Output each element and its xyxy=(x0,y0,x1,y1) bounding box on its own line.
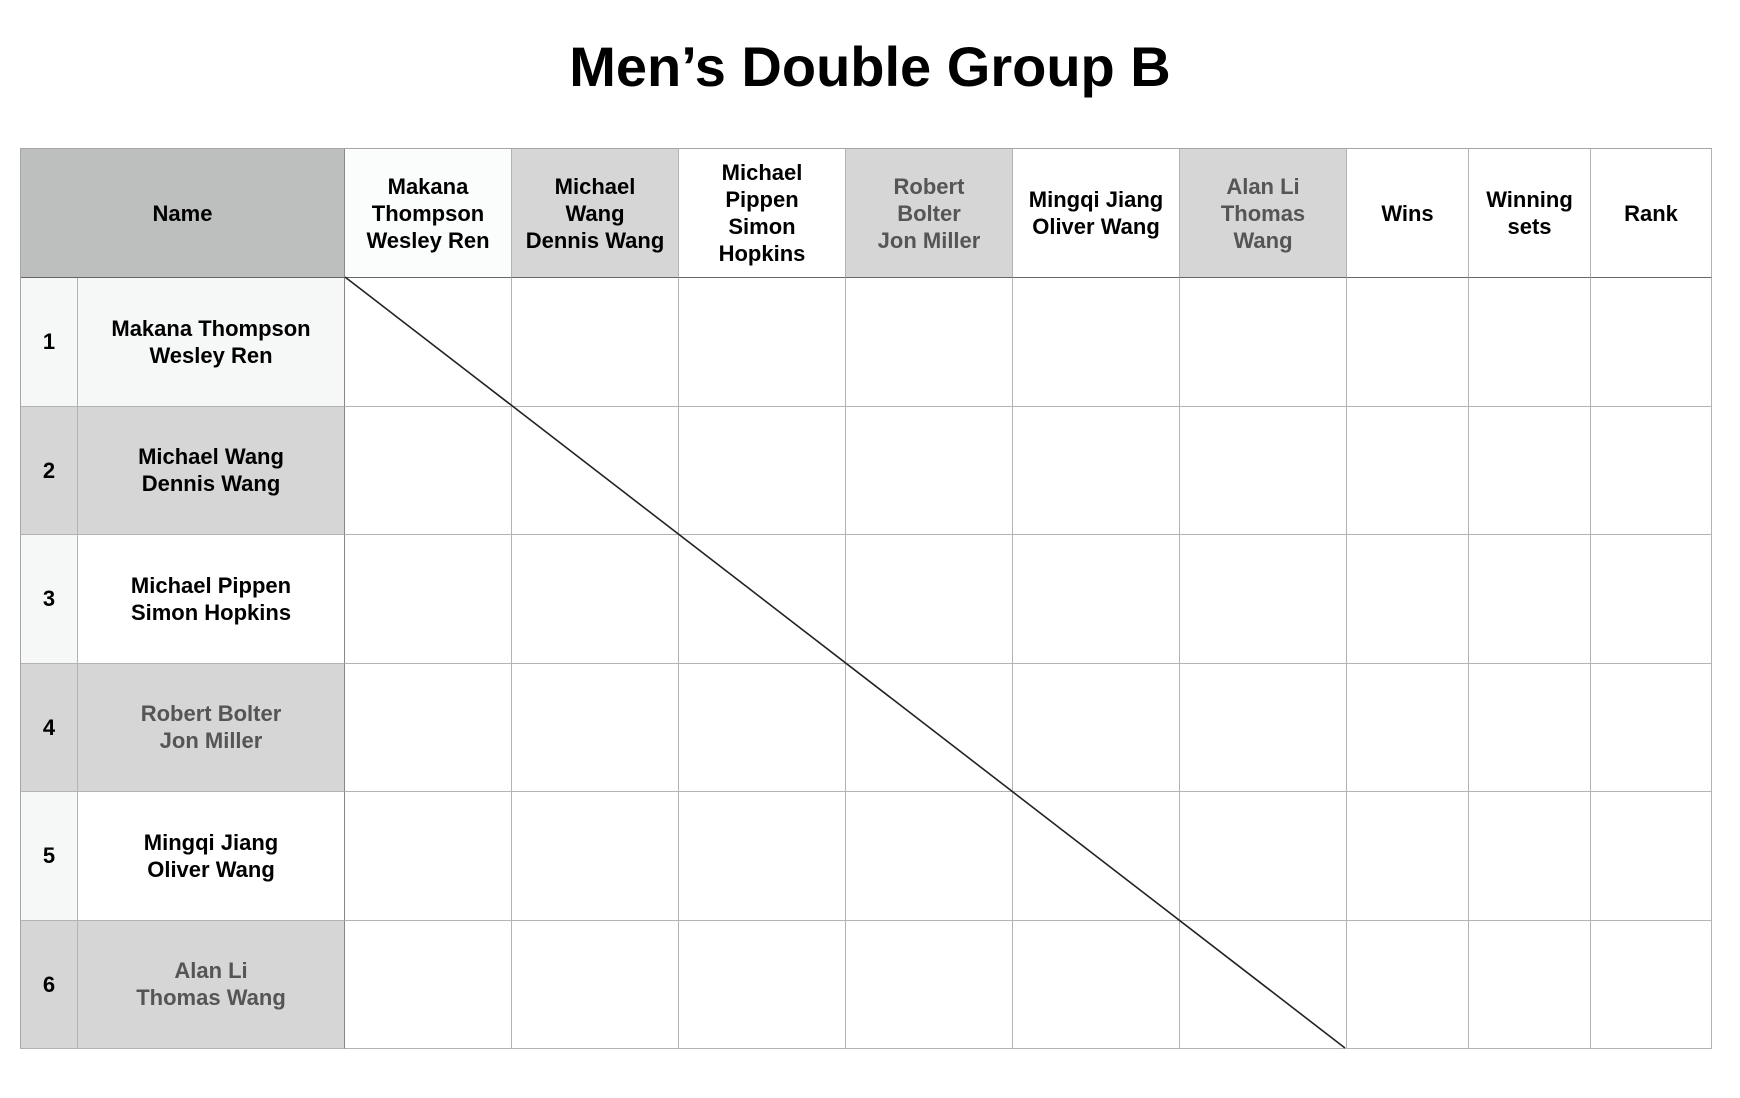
score-cell-6-1[interactable] xyxy=(345,920,512,1049)
wins-cell-3[interactable] xyxy=(1347,535,1469,664)
header-opponent-5: Mingqi Jiang Oliver Wang xyxy=(1013,149,1180,278)
rank-cell-2[interactable] xyxy=(1591,406,1712,535)
row-number-2: 2 xyxy=(21,406,78,535)
wins-cell-5[interactable] xyxy=(1347,792,1469,921)
score-cell-4-2[interactable] xyxy=(512,663,679,792)
wins-cell-2[interactable] xyxy=(1347,406,1469,535)
wins-cell-1[interactable] xyxy=(1347,278,1469,407)
row-name-3: Michael Pippen Simon Hopkins xyxy=(78,535,345,664)
score-cell-6-2[interactable] xyxy=(512,920,679,1049)
score-cell-3-1[interactable] xyxy=(345,535,512,664)
score-cell-6-6[interactable] xyxy=(1180,920,1347,1049)
header-name: Name xyxy=(21,149,345,278)
winning-sets-cell-6[interactable] xyxy=(1469,920,1591,1049)
score-cell-2-5[interactable] xyxy=(1013,406,1180,535)
score-cell-1-5[interactable] xyxy=(1013,278,1180,407)
score-cell-1-6[interactable] xyxy=(1180,278,1347,407)
row-name-6: Alan Li Thomas Wang xyxy=(78,920,345,1049)
row-name-1: Makana Thompson Wesley Ren xyxy=(78,278,345,407)
wins-cell-4[interactable] xyxy=(1347,663,1469,792)
score-cell-5-4[interactable] xyxy=(846,792,1013,921)
row-name-5: Mingqi Jiang Oliver Wang xyxy=(78,792,345,921)
winning-sets-cell-3[interactable] xyxy=(1469,535,1591,664)
wins-cell-6[interactable] xyxy=(1347,920,1469,1049)
row-number-5: 5 xyxy=(21,792,78,921)
score-cell-3-2[interactable] xyxy=(512,535,679,664)
score-cell-6-3[interactable] xyxy=(679,920,846,1049)
row-number-6: 6 xyxy=(21,920,78,1049)
rank-cell-1[interactable] xyxy=(1591,278,1712,407)
rank-cell-5[interactable] xyxy=(1591,792,1712,921)
header-opponent-6: Alan Li Thomas Wang xyxy=(1180,149,1347,278)
score-cell-6-5[interactable] xyxy=(1013,920,1180,1049)
winning-sets-cell-1[interactable] xyxy=(1469,278,1591,407)
score-cell-3-5[interactable] xyxy=(1013,535,1180,664)
score-cell-1-4[interactable] xyxy=(846,278,1013,407)
score-cell-5-2[interactable] xyxy=(512,792,679,921)
score-cell-4-6[interactable] xyxy=(1180,663,1347,792)
score-cell-2-6[interactable] xyxy=(1180,406,1347,535)
header-opponent-4: Robert Bolter Jon Miller xyxy=(846,149,1013,278)
score-cell-2-2[interactable] xyxy=(512,406,679,535)
rank-cell-3[interactable] xyxy=(1591,535,1712,664)
header-rank: Rank xyxy=(1591,149,1712,278)
header-winning-sets: Winning sets xyxy=(1469,149,1591,278)
score-cell-5-6[interactable] xyxy=(1180,792,1347,921)
score-cell-4-3[interactable] xyxy=(679,663,846,792)
winning-sets-cell-5[interactable] xyxy=(1469,792,1591,921)
score-cell-3-6[interactable] xyxy=(1180,535,1347,664)
header-wins: Wins xyxy=(1347,149,1469,278)
score-cell-1-1[interactable] xyxy=(345,278,512,407)
group-table: Name Makana Thompson Wesley Ren Michael … xyxy=(20,148,1712,1049)
row-name-4: Robert Bolter Jon Miller xyxy=(78,663,345,792)
score-cell-5-3[interactable] xyxy=(679,792,846,921)
score-cell-4-4[interactable] xyxy=(846,663,1013,792)
score-cell-2-4[interactable] xyxy=(846,406,1013,535)
score-cell-6-4[interactable] xyxy=(846,920,1013,1049)
header-opponent-2: Michael Wang Dennis Wang xyxy=(512,149,679,278)
row-name-2: Michael Wang Dennis Wang xyxy=(78,406,345,535)
header-opponent-1: Makana Thompson Wesley Ren xyxy=(345,149,512,278)
score-cell-5-5[interactable] xyxy=(1013,792,1180,921)
winning-sets-cell-4[interactable] xyxy=(1469,663,1591,792)
score-cell-1-2[interactable] xyxy=(512,278,679,407)
row-number-4: 4 xyxy=(21,663,78,792)
score-cell-2-3[interactable] xyxy=(679,406,846,535)
score-cell-3-3[interactable] xyxy=(679,535,846,664)
score-cell-5-1[interactable] xyxy=(345,792,512,921)
score-cell-4-1[interactable] xyxy=(345,663,512,792)
score-cell-4-5[interactable] xyxy=(1013,663,1180,792)
winning-sets-cell-2[interactable] xyxy=(1469,406,1591,535)
rank-cell-4[interactable] xyxy=(1591,663,1712,792)
page-title: Men’s Double Group B xyxy=(569,35,1171,98)
score-cell-3-4[interactable] xyxy=(846,535,1013,664)
score-cell-1-3[interactable] xyxy=(679,278,846,407)
rank-cell-6[interactable] xyxy=(1591,920,1712,1049)
score-cell-2-1[interactable] xyxy=(345,406,512,535)
row-number-3: 3 xyxy=(21,535,78,664)
header-opponent-3: Michael Pippen Simon Hopkins xyxy=(679,149,846,278)
row-number-1: 1 xyxy=(21,278,78,407)
